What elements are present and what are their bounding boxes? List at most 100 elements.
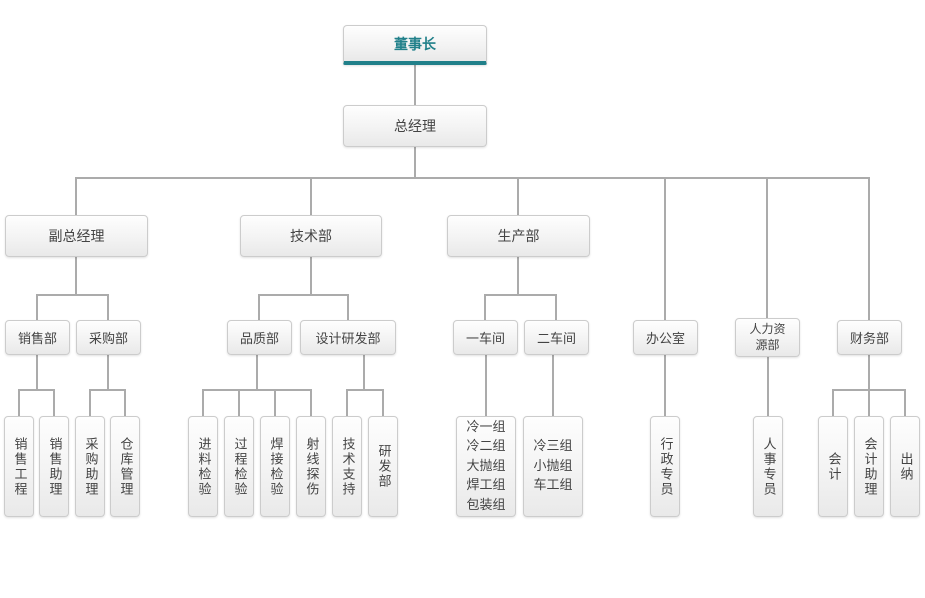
node-radiographic-testing[interactable]: 射线探伤 (296, 416, 326, 517)
node-welding-inspection[interactable]: 焊接检验 (260, 416, 290, 517)
node-technology-dept[interactable]: 技术部 (240, 215, 382, 257)
node-workshop-1-groups[interactable]: 冷一组 冷二组 大抛组 焊工组 包装组 (456, 416, 516, 517)
node-label: 行政专员 (657, 436, 673, 497)
node-label: 冷三组 小抛组 车工组 (533, 439, 573, 494)
connector-line (18, 389, 55, 391)
node-cashier[interactable]: 出纳 (890, 416, 920, 517)
node-label: 销售助理 (46, 436, 62, 497)
connector-line (310, 257, 312, 294)
node-label: 人事专员 (760, 436, 776, 497)
node-label: 出纳 (897, 451, 913, 482)
node-label: 销售部 (17, 332, 57, 347)
connector-line (766, 177, 768, 320)
connector-line (517, 257, 519, 294)
connector-line (36, 294, 38, 320)
node-workshop-1[interactable]: 一车间 (453, 320, 518, 355)
connector-line (484, 294, 486, 320)
connector-line (107, 355, 109, 389)
node-admin-specialist[interactable]: 行政专员 (650, 416, 680, 517)
connector-line (107, 294, 109, 320)
node-workshop-2[interactable]: 二车间 (524, 320, 589, 355)
connector-line (517, 177, 519, 215)
node-incoming-inspection[interactable]: 进料检验 (188, 416, 218, 517)
connector-line (868, 389, 870, 416)
node-sales-engineering[interactable]: 销售工程 (4, 416, 34, 517)
node-finance-dept[interactable]: 财务部 (837, 320, 902, 355)
connector-line (75, 177, 870, 179)
connector-line (664, 355, 666, 416)
node-label: 技术支持 (339, 436, 355, 497)
node-label: 进料检验 (195, 436, 211, 497)
node-personnel-specialist[interactable]: 人事专员 (753, 416, 783, 517)
connector-line (346, 389, 384, 391)
node-label: 办公室 (645, 332, 685, 347)
node-label: 设计研发部 (315, 332, 381, 347)
node-label: 过程检验 (231, 436, 247, 497)
connector-line (202, 389, 312, 391)
node-deputy-general-manager[interactable]: 副总经理 (5, 215, 148, 257)
node-label: 生产部 (497, 229, 540, 245)
connector-line (36, 355, 38, 389)
node-label: 二车间 (536, 332, 576, 347)
node-general-manager[interactable]: 总经理 (343, 105, 487, 147)
connector-line (363, 355, 365, 389)
connector-line (18, 389, 20, 416)
connector-line (258, 294, 260, 320)
node-technical-support[interactable]: 技术支持 (332, 416, 362, 517)
connector-line (484, 294, 557, 296)
connector-line (555, 294, 557, 320)
node-office[interactable]: 办公室 (633, 320, 698, 355)
connector-line (664, 177, 666, 320)
node-label: 一车间 (465, 332, 505, 347)
connector-line (256, 355, 258, 389)
node-accountant[interactable]: 会计 (818, 416, 848, 517)
connector-line (832, 389, 834, 416)
connector-line (310, 389, 312, 416)
connector-line (258, 294, 349, 296)
connector-line (485, 355, 487, 416)
connector-line (274, 389, 276, 416)
connector-line (868, 355, 870, 389)
node-production-dept[interactable]: 生产部 (447, 215, 590, 257)
connector-line (75, 177, 77, 215)
node-label: 冷一组 冷二组 大抛组 焊工组 包装组 (466, 419, 506, 513)
node-label: 技术部 (290, 229, 332, 245)
node-sales-assistant[interactable]: 销售助理 (39, 416, 69, 517)
node-sales-dept[interactable]: 销售部 (5, 320, 70, 355)
connector-line (414, 65, 416, 105)
connector-line (89, 389, 91, 416)
connector-line (552, 355, 554, 416)
connector-line (202, 389, 204, 416)
node-label: 采购助理 (82, 436, 98, 497)
node-design-rd-dept[interactable]: 设计研发部 (300, 320, 396, 355)
node-label: 焊接检验 (267, 436, 283, 497)
connector-line (36, 294, 109, 296)
node-process-inspection[interactable]: 过程检验 (224, 416, 254, 517)
connector-line (868, 177, 870, 320)
node-rd-dept[interactable]: 研发部 (368, 416, 398, 517)
connector-line (346, 389, 348, 416)
node-label: 会计助理 (861, 436, 877, 497)
node-label: 会计 (825, 451, 841, 482)
node-purchasing-dept[interactable]: 采购部 (76, 320, 141, 355)
node-purchasing-assistant[interactable]: 采购助理 (75, 416, 105, 517)
connector-line (347, 294, 349, 320)
node-accounting-assistant[interactable]: 会计助理 (854, 416, 884, 517)
connector-line (382, 389, 384, 416)
connector-line (310, 177, 312, 215)
node-label: 仓库管理 (117, 436, 133, 497)
connector-line (904, 389, 906, 416)
node-hr-dept[interactable]: 人力资 源部 (735, 318, 800, 357)
node-label: 研发部 (375, 444, 391, 489)
node-workshop-2-groups[interactable]: 冷三组 小抛组 车工组 (523, 416, 583, 517)
node-chairman[interactable]: 董事长 (343, 25, 487, 65)
node-label: 人力资 源部 (749, 321, 786, 352)
node-quality-dept[interactable]: 品质部 (227, 320, 292, 355)
connector-line (124, 389, 126, 416)
node-label: 财务部 (849, 332, 889, 347)
connector-line (75, 257, 77, 294)
node-label: 副总经理 (48, 229, 105, 245)
node-label: 销售工程 (11, 436, 27, 497)
connector-line (89, 389, 126, 391)
node-warehouse-management[interactable]: 仓库管理 (110, 416, 140, 517)
